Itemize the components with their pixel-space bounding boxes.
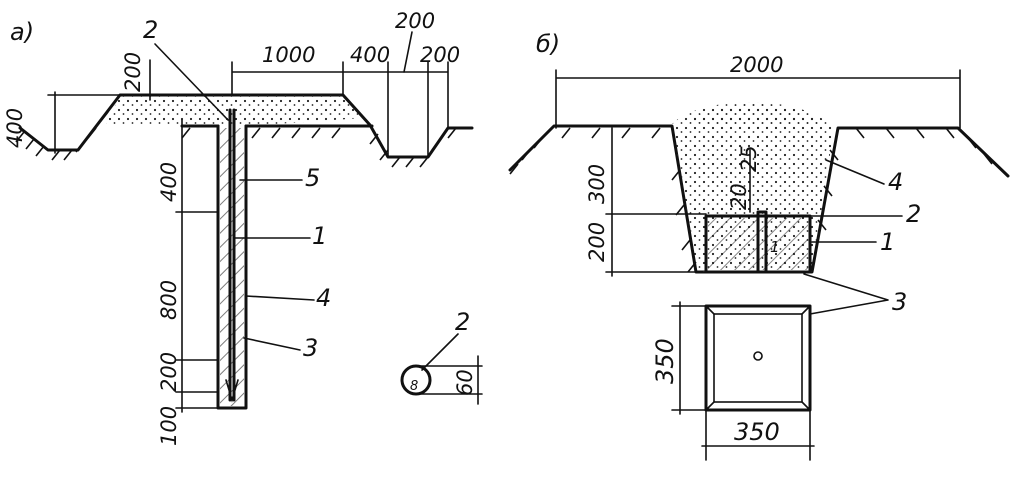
detail-inner-label: 8 (410, 379, 418, 394)
callout-b-1: 1 (880, 228, 895, 256)
panel-b-label: б) (536, 30, 560, 58)
box-label-inner: 1 (770, 238, 780, 256)
dim-350-h: 350 (734, 418, 780, 446)
callouts-a: 2 5 1 4 3 (143, 16, 331, 362)
callout-a-2: 2 (143, 16, 158, 44)
plan-view-b: 350 350 (651, 301, 815, 461)
dim-400-v: 400 (157, 162, 181, 202)
top-dimensions-a: 1000 400 200 200 200 (119, 9, 460, 158)
dim-1000: 1000 (262, 43, 315, 67)
plan-center-hole (753, 351, 763, 361)
dim-300-v: 300 (585, 164, 609, 204)
callout-a-4: 4 (316, 284, 331, 312)
panel-a-label: а) (10, 18, 34, 46)
dim-20: 20 (727, 183, 751, 210)
plan-outer (704, 304, 812, 412)
callout-a-3: 3 (303, 334, 318, 362)
dim-60: 60 (453, 369, 477, 396)
left-dimensions-a: 400 400 800 200 100 (3, 91, 219, 446)
dim-350-v: 350 (651, 338, 679, 384)
plan-inner (713, 313, 803, 403)
dim-2000: 2000 (730, 53, 783, 77)
callout-a-5: 5 (305, 164, 320, 192)
dim-800-v: 800 (157, 280, 181, 320)
backfill-top (686, 103, 828, 128)
callout-b-3: 3 (892, 288, 907, 316)
electrode-rod (228, 108, 236, 402)
ground-hatching-a (15, 111, 457, 168)
dim-200-v: 200 (157, 352, 181, 392)
callout-a-1: 1 (312, 222, 327, 250)
electrode-pit-outline (216, 124, 248, 410)
dim-200-top: 200 (395, 9, 435, 33)
dim-400-left: 400 (3, 108, 27, 148)
callout-b-4: 4 (888, 168, 903, 196)
panel-b: б) 2000 1 300 200 25 20 4 (508, 30, 1010, 461)
dim-100-v: 100 (157, 406, 181, 446)
electrode-tip (225, 379, 239, 403)
callouts-b: 4 2 1 3 (769, 159, 921, 316)
dim-line-2000 (555, 69, 961, 129)
dim-400-top: 400 (350, 43, 390, 67)
electrode-inner (756, 210, 768, 274)
panel-a: а) 1000 400 200 200 200 (3, 9, 483, 446)
dim-200-right: 200 (420, 43, 460, 67)
callout-a-2-detail: 2 (455, 308, 470, 336)
callout-b-2: 2 (906, 200, 921, 228)
dim-25: 25 (737, 145, 761, 172)
dim-200-v-b: 200 (585, 222, 609, 262)
ground-hatching-b (509, 127, 993, 273)
electrode-pit-fill (220, 128, 244, 406)
electrode-section-detail: 8 2 60 (400, 308, 483, 405)
left-dimensions-b: 300 200 25 20 (585, 127, 761, 277)
dim-200-left: 200 (121, 52, 145, 92)
